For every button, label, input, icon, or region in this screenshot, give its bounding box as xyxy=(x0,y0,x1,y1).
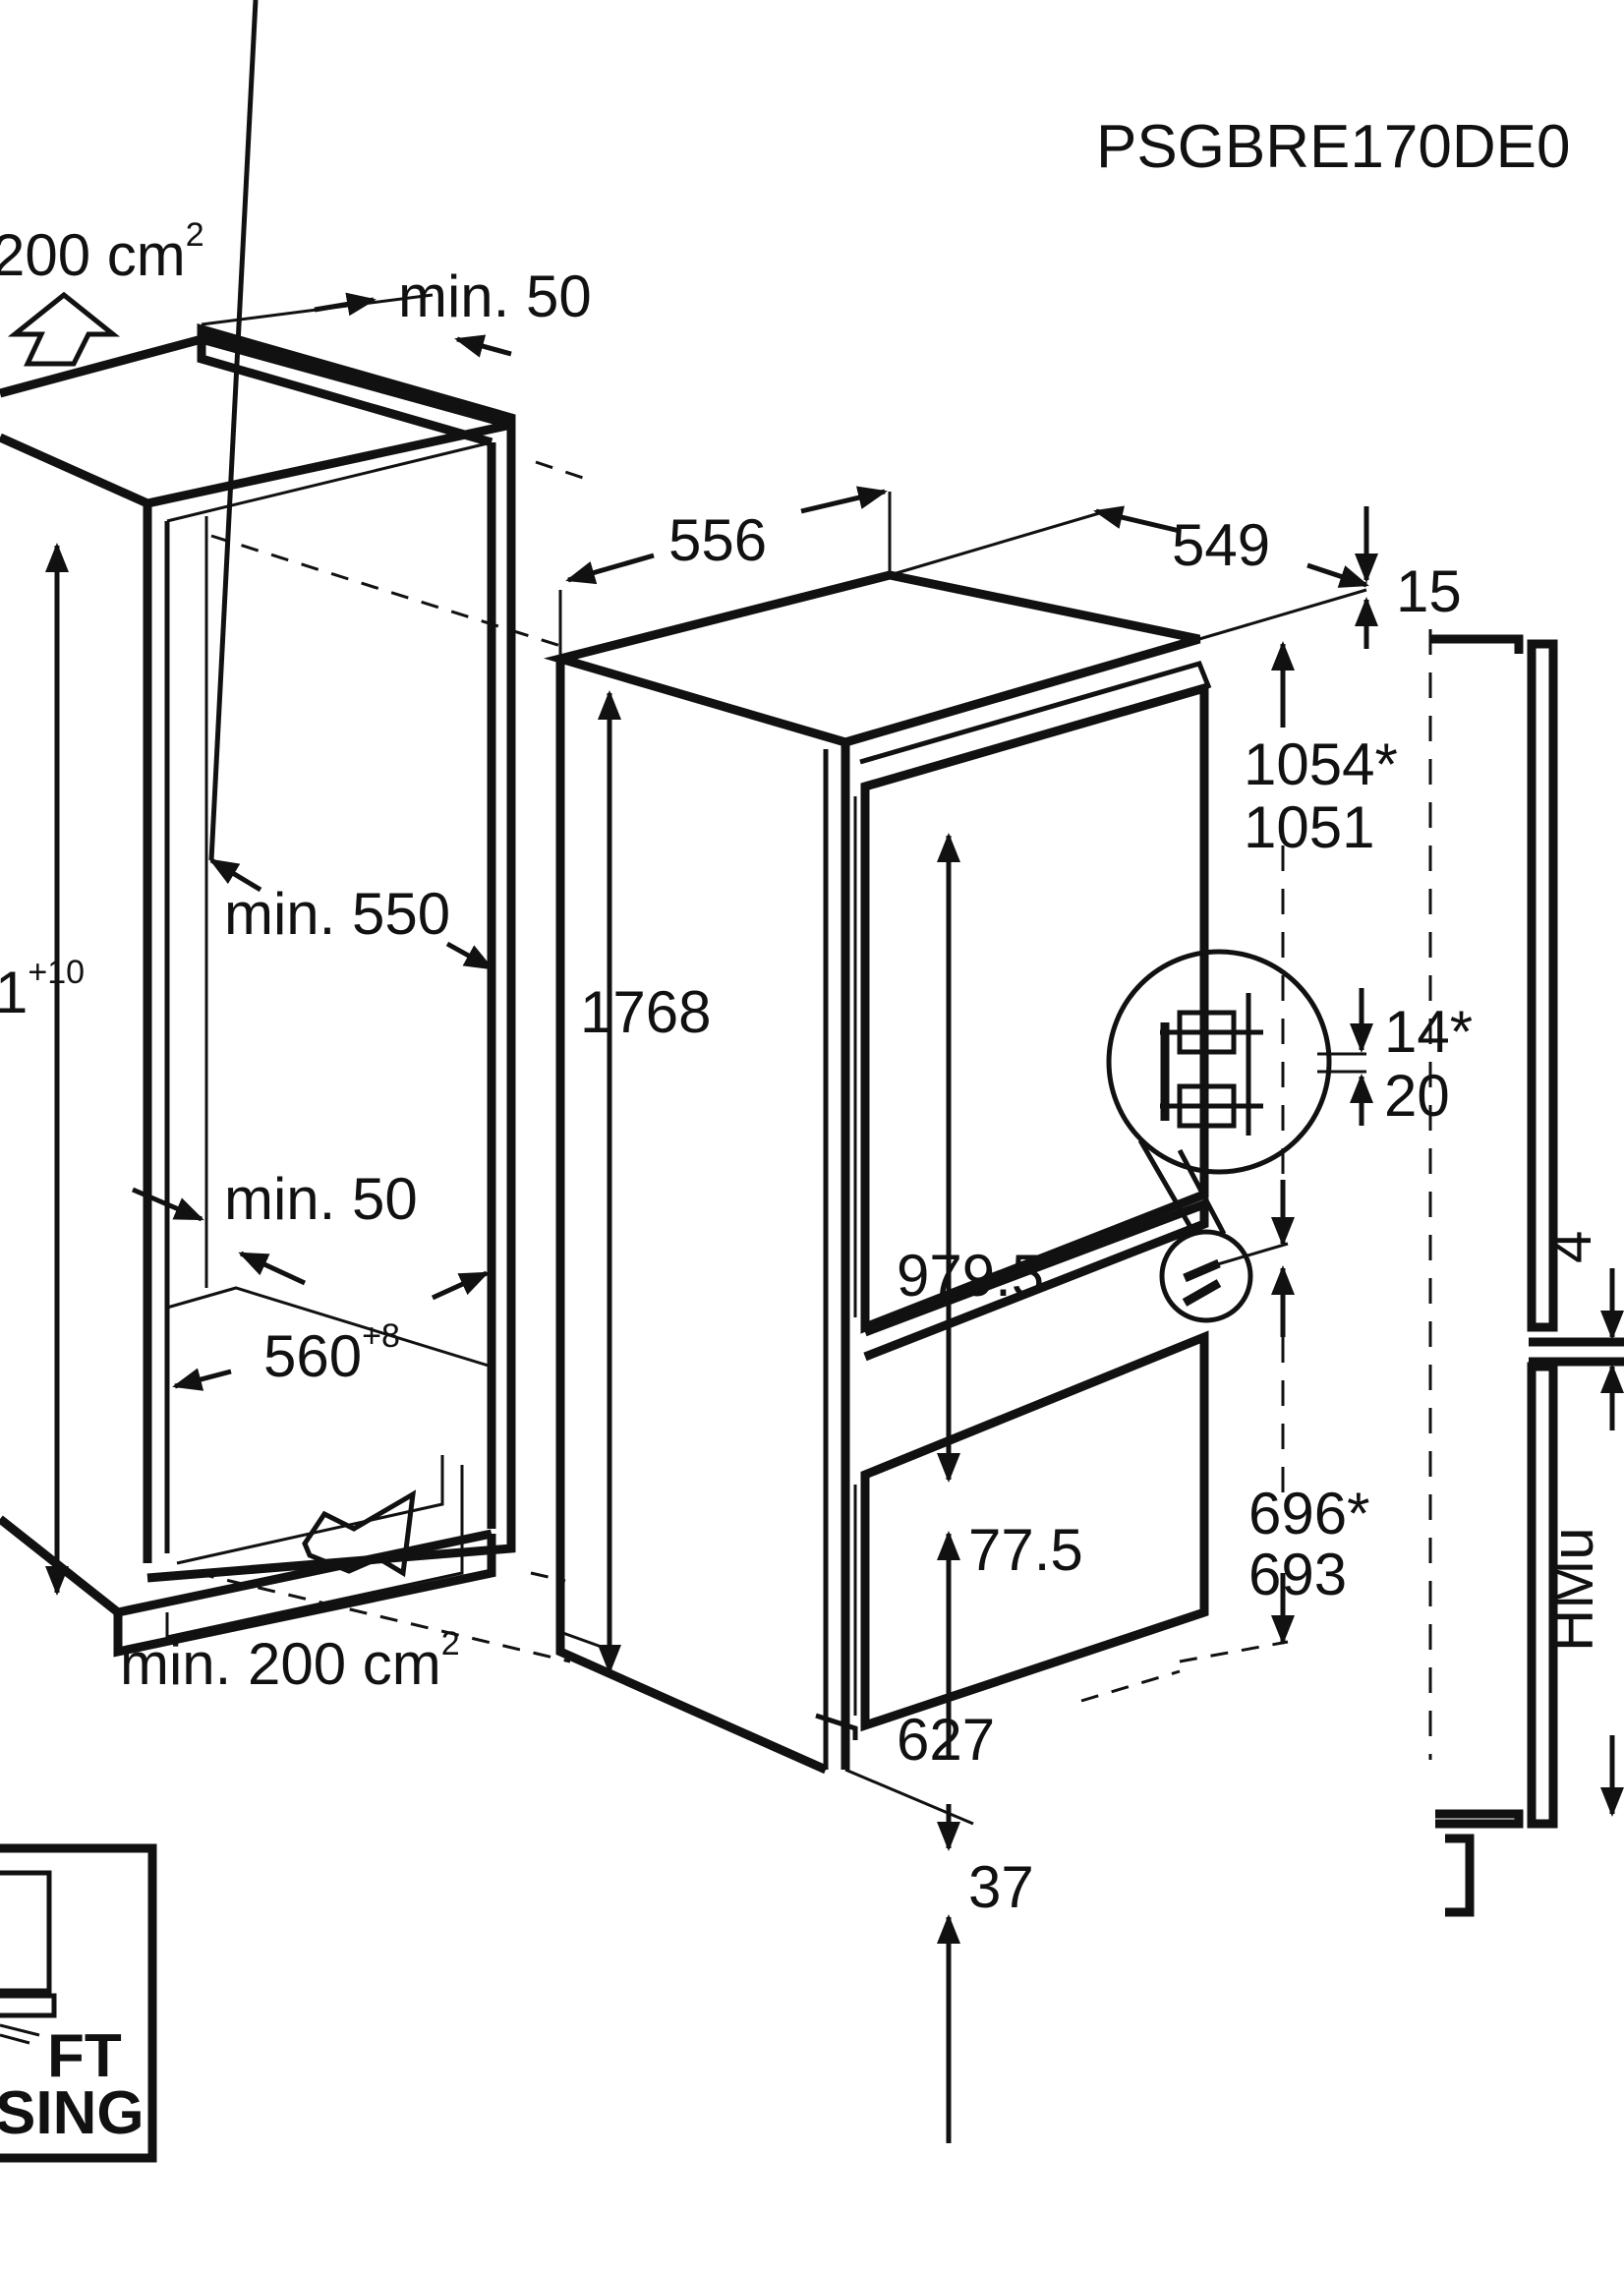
side-hmu: HMu xyxy=(1539,1527,1605,1652)
monitor-icon xyxy=(0,1870,52,1994)
magnifier-detail-icon xyxy=(1106,949,1366,1323)
vent-bottom-label: min. 200 cm2 xyxy=(120,1625,460,1697)
height-696-star: 696* xyxy=(1248,1481,1369,1546)
height-1051: 1051 xyxy=(1244,794,1374,860)
height-627: 627 xyxy=(897,1707,995,1773)
plinth-37: 37 xyxy=(968,1854,1034,1920)
height-979-5: 979.5 xyxy=(897,1243,1044,1309)
height-693: 693 xyxy=(1248,1542,1347,1607)
height-1054-star: 1054* xyxy=(1244,731,1398,797)
width-560: 560+8 xyxy=(263,1317,400,1389)
height-1768: 1768 xyxy=(580,979,711,1045)
outline-arrow-icon xyxy=(302,1489,417,1578)
outline-arrow-icon xyxy=(7,291,121,367)
gap-14-star: 14* xyxy=(1384,999,1473,1065)
appliance-drawing xyxy=(543,486,1378,2143)
gap-20: 20 xyxy=(1384,1063,1450,1129)
model-title: PSGBRE170DE0 xyxy=(1096,113,1570,181)
depth-top-min50: min. 50 xyxy=(398,263,592,329)
vent-top-label: 200 cm2 xyxy=(0,216,204,288)
badge-line1: FT xyxy=(47,2022,122,2090)
gap-min50: min. 50 xyxy=(224,1166,418,1232)
depth-min550: min. 550 xyxy=(224,881,450,947)
depth-556: 556 xyxy=(668,507,767,573)
badge-line2: SING xyxy=(0,2079,145,2147)
side-gap-4: 4 xyxy=(1537,1231,1603,1263)
height-niche: 1+10 xyxy=(0,954,85,1025)
height-77-5: 77.5 xyxy=(968,1517,1083,1583)
depth-549: 549 xyxy=(1172,512,1270,578)
installation-badge xyxy=(0,1843,157,2163)
offset-15: 15 xyxy=(1396,558,1462,624)
niche-drawing xyxy=(0,0,596,1663)
side-profile-drawing xyxy=(1428,629,1624,1917)
